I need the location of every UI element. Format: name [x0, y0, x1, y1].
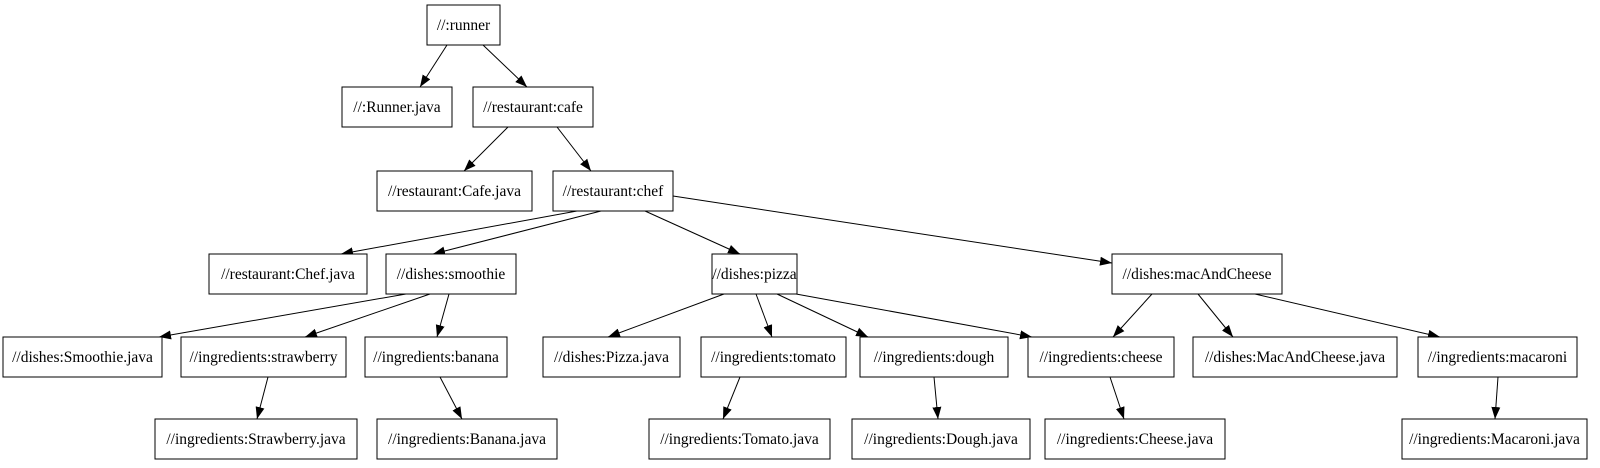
node-box — [542, 336, 681, 378]
node-cafe-java: //restaurant:Cafe.java — [376, 170, 533, 212]
node-pizza: //dishes:pizza — [711, 253, 798, 295]
nodes-layer: //:runner //:Runner.java //restaurant:cafe… — [2, 4, 1588, 460]
node-box — [711, 253, 798, 295]
edge-strawberry-to-strawberry-java — [255, 376, 269, 420]
edge-mac-and-cheese-to-macaroni — [1254, 293, 1441, 339]
edge-mac-and-cheese-to-cheese — [1112, 293, 1153, 338]
node-macaroni: //ingredients:macaroni — [1417, 336, 1578, 378]
edge-smoothie-to-smoothie-java — [158, 293, 407, 340]
node-box — [648, 418, 831, 460]
node-label: //dishes:smoothie — [397, 266, 506, 283]
node-strawberry-java: //ingredients:Strawberry.java — [154, 418, 358, 460]
node-box — [208, 253, 368, 295]
node-runner: //:runner — [426, 4, 501, 46]
node-chef: //restaurant:chef — [552, 170, 674, 212]
node-label: //dishes:macAndCheese — [1123, 266, 1272, 283]
node-runner-java: //:Runner.java — [341, 86, 453, 128]
node-box — [180, 336, 347, 378]
node-label: //ingredients:Tomato.java — [660, 431, 819, 448]
edge-banana-to-banana-java — [439, 376, 463, 420]
edge-tomato-to-tomato-java — [722, 376, 741, 420]
node-box — [552, 170, 674, 212]
node-label: //dishes:pizza — [712, 266, 796, 283]
node-box — [700, 336, 847, 378]
node-box — [2, 336, 163, 378]
node-label: //ingredients:banana — [373, 349, 499, 366]
node-box — [385, 253, 517, 295]
node-box — [472, 86, 594, 128]
node-box — [341, 86, 453, 128]
edge-chef-to-pizza — [644, 210, 741, 255]
node-cheese: //ingredients:cheese — [1027, 336, 1175, 378]
edge-runner-to-cafe — [482, 44, 528, 88]
node-box — [154, 418, 358, 460]
node-box — [1044, 418, 1226, 460]
node-label: //restaurant:Chef.java — [221, 266, 355, 283]
node-macaroni-java: //ingredients:Macaroni.java — [1401, 418, 1588, 460]
node-label: //dishes:Smoothie.java — [12, 349, 153, 366]
node-smoothie: //dishes:smoothie — [385, 253, 517, 295]
node-box — [1401, 418, 1588, 460]
node-tomato-java: //ingredients:Tomato.java — [648, 418, 831, 460]
node-box — [376, 418, 558, 460]
edge-cafe-to-cafe-java — [463, 126, 509, 172]
node-dough: //ingredients:dough — [859, 336, 1009, 378]
edge-pizza-to-cheese — [795, 293, 1033, 340]
node-cafe: //restaurant:cafe — [472, 86, 594, 128]
node-label: //ingredients:Macaroni.java — [1409, 431, 1580, 448]
node-box — [851, 418, 1031, 460]
edge-pizza-to-dough — [776, 293, 869, 338]
node-box — [1192, 336, 1398, 378]
node-label: //ingredients:Banana.java — [388, 431, 546, 448]
edge-cafe-to-chef — [556, 126, 592, 172]
edge-mac-and-cheese-to-mac-and-cheese-java — [1197, 293, 1234, 338]
edge-pizza-to-pizza-java — [607, 293, 725, 338]
node-label: //ingredients:tomato — [711, 349, 836, 366]
node-label: //dishes:MacAndCheese.java — [1205, 349, 1385, 366]
node-label: //:runner — [437, 17, 491, 34]
node-strawberry: //ingredients:strawberry — [180, 336, 347, 378]
edge-cheese-to-cheese-java — [1109, 376, 1125, 420]
node-box — [376, 170, 533, 212]
node-label: //ingredients:macaroni — [1428, 349, 1568, 366]
node-label: //ingredients:cheese — [1039, 349, 1162, 366]
node-box — [859, 336, 1009, 378]
edge-dough-to-dough-java — [932, 376, 942, 420]
edge-smoothie-to-banana — [435, 293, 450, 338]
node-mac-and-cheese: //dishes:macAndCheese — [1111, 253, 1283, 295]
node-label: //:Runner.java — [353, 99, 441, 116]
edge-chef-to-mac-and-cheese — [672, 195, 1113, 266]
node-label: //ingredients:Dough.java — [864, 431, 1018, 448]
node-box — [364, 336, 508, 378]
node-cheese-java: //ingredients:Cheese.java — [1044, 418, 1226, 460]
node-label: //restaurant:Cafe.java — [388, 183, 521, 200]
node-box — [1027, 336, 1175, 378]
node-chef-java: //restaurant:Chef.java — [208, 253, 368, 295]
edges-layer — [158, 44, 1501, 420]
edge-macaroni-to-macaroni-java — [1491, 376, 1501, 420]
node-tomato: //ingredients:tomato — [700, 336, 847, 378]
node-label: //restaurant:chef — [563, 183, 665, 200]
node-banana: //ingredients:banana — [364, 336, 508, 378]
node-label: //ingredients:dough — [874, 349, 995, 366]
edge-runner-to-runner-java — [419, 44, 448, 88]
node-banana-java: //ingredients:Banana.java — [376, 418, 558, 460]
edge-pizza-to-tomato — [755, 293, 773, 338]
node-pizza-java: //dishes:Pizza.java — [542, 336, 681, 378]
node-box — [426, 4, 501, 46]
node-label: //ingredients:Cheese.java — [1057, 431, 1213, 448]
node-label: //restaurant:cafe — [483, 99, 583, 116]
node-dough-java: //ingredients:Dough.java — [851, 418, 1031, 460]
edge-chef-to-chef-java — [340, 210, 578, 257]
node-label: //ingredients:Strawberry.java — [166, 431, 345, 448]
edge-chef-to-smoothie — [432, 210, 602, 256]
node-label: //dishes:Pizza.java — [554, 349, 669, 366]
node-box — [1111, 253, 1283, 295]
node-smoothie-java: //dishes:Smoothie.java — [2, 336, 163, 378]
node-box — [1417, 336, 1578, 378]
node-label: //ingredients:strawberry — [189, 349, 337, 366]
edge-smoothie-to-strawberry — [304, 293, 431, 338]
node-mac-and-cheese-java: //dishes:MacAndCheese.java — [1192, 336, 1398, 378]
